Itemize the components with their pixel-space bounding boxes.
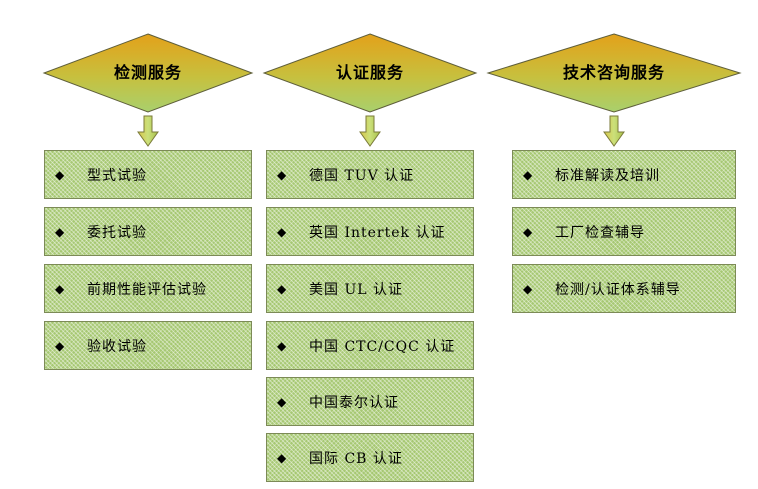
service-item-box: ◆ 英国 Intertek 认证	[266, 207, 474, 256]
arrow-down-icon	[137, 115, 159, 147]
service-item-box: ◆ 前期性能评估试验	[44, 264, 252, 313]
diamond-bullet-icon: ◆	[55, 281, 65, 296]
service-item-label: 委托试验	[87, 224, 147, 241]
diamond-3	[486, 33, 742, 113]
service-item-box: ◆ 德国 TUV 认证	[266, 150, 474, 199]
service-item-box: ◆ 验收试验	[44, 321, 252, 370]
diamond-1	[42, 33, 254, 113]
arrow-down-icon	[603, 115, 625, 147]
service-item-label: 标准解读及培训	[555, 167, 660, 184]
service-item-label: 中国 CTC/CQC 认证	[309, 338, 456, 355]
service-item-box: ◆ 标准解读及培训	[512, 150, 736, 199]
diamond-bullet-icon: ◆	[55, 338, 65, 353]
service-item-box: ◆ 国际 CB 认证	[266, 433, 474, 482]
diamond-bullet-icon: ◆	[277, 338, 287, 353]
service-item-label: 前期性能评估试验	[87, 281, 207, 298]
service-item-label: 验收试验	[87, 338, 147, 355]
service-item-box: ◆ 检测/认证体系辅导	[512, 264, 736, 313]
service-item-label: 德国 TUV 认证	[309, 167, 415, 184]
service-title-consulting: 技术咨询服务	[562, 63, 665, 82]
diamond-bullet-icon: ◆	[523, 224, 533, 239]
service-item-box: ◆ 工厂检查辅导	[512, 207, 736, 256]
service-item-label: 美国 UL 认证	[309, 281, 403, 298]
service-item-label: 国际 CB 认证	[309, 450, 403, 467]
service-title-certification: 认证服务	[335, 63, 404, 82]
service-item-box: ◆ 型式试验	[44, 150, 252, 199]
diamond-bullet-icon: ◆	[55, 224, 65, 239]
service-item-label: 型式试验	[87, 167, 147, 184]
service-item-box: ◆ 美国 UL 认证	[266, 264, 474, 313]
service-item-label: 英国 Intertek 认证	[309, 224, 446, 241]
service-item-label: 工厂检查辅导	[555, 224, 645, 241]
diamond-bullet-icon: ◆	[55, 167, 65, 182]
service-item-label: 检测/认证体系辅导	[555, 281, 681, 298]
diamond-bullet-icon: ◆	[277, 450, 287, 465]
service-item-box: ◆ 中国 CTC/CQC 认证	[266, 321, 474, 370]
diamond-bullet-icon: ◆	[523, 167, 533, 182]
diamond-bullet-icon: ◆	[277, 224, 287, 239]
service-item-box: ◆ 委托试验	[44, 207, 252, 256]
service-item-label: 中国泰尔认证	[309, 394, 399, 411]
arrow-down-icon	[359, 115, 381, 147]
diamond-bullet-icon: ◆	[277, 167, 287, 182]
diamond-bullet-icon: ◆	[277, 281, 287, 296]
diamond-bullet-icon: ◆	[277, 394, 287, 409]
diamond-bullet-icon: ◆	[523, 281, 533, 296]
service-item-box: ◆ 中国泰尔认证	[266, 377, 474, 426]
service-title-testing: 检测服务	[113, 63, 182, 82]
diamond-2	[262, 33, 478, 113]
